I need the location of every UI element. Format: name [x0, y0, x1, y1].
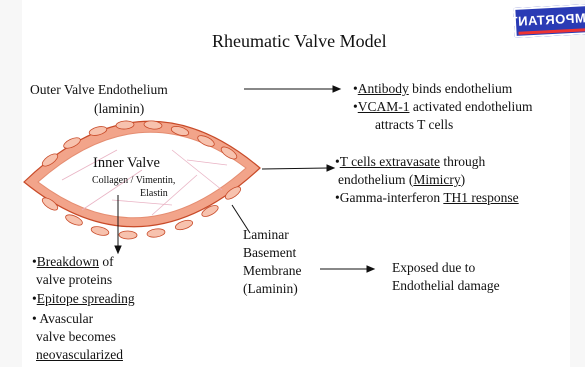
breakdown-term: Breakdown: [37, 254, 99, 269]
slide: IMPORTANT! Rheumatic Valve Model: [22, 0, 570, 367]
laminar-label-3: Membrane: [243, 262, 301, 279]
vcam-rest: activated endothelium: [410, 99, 533, 114]
gamma-pre: •Gamma-interferon: [335, 190, 443, 205]
breakdown-rest: of: [99, 254, 114, 269]
outer-valve-sublabel: (laminin): [94, 100, 144, 117]
laminar-label-4: (Laminin): [243, 280, 298, 297]
laminar-label-1: Laminar: [243, 226, 289, 243]
inner-valve-components: Collagen / Vimentin,: [92, 175, 175, 187]
antibody-rest: binds endothelium: [409, 81, 513, 96]
epitope-term: Epitope spreading: [37, 291, 135, 306]
tcells-line: •T cells extravasate through: [335, 153, 485, 170]
breakdown-line: •Breakdown of: [32, 253, 114, 270]
attracts-line: attracts T cells: [375, 116, 453, 133]
mimicry-term: Mimicry: [413, 172, 460, 187]
mimicry-line: endothelium (Mimicry): [338, 171, 465, 188]
outer-valve-label: Outer Valve Endothelium: [30, 81, 168, 98]
inner-valve-label: Inner Valve: [93, 155, 160, 172]
tcells-term: T cells extravasate: [340, 154, 440, 169]
exposed-label-1: Exposed due to: [392, 259, 475, 276]
antibody-term: Antibody: [358, 81, 409, 96]
mimicry-pre: endothelium (: [338, 172, 413, 187]
th1-term: TH1 response: [443, 190, 518, 205]
gamma-line: •Gamma-interferon TH1 response: [335, 189, 519, 206]
vcam-line: •VCAM-1 activated endothelium: [353, 98, 532, 115]
mimicry-post: ): [461, 172, 466, 187]
inner-valve-elastin: Elastin: [140, 188, 168, 200]
exposed-label-2: Endothelial damage: [392, 277, 500, 294]
vcam-term: VCAM-1: [358, 99, 410, 114]
valve-becomes-line: valve becomes: [36, 328, 116, 345]
laminar-label-2: Basement: [243, 244, 296, 261]
valve-proteins-line: valve proteins: [36, 271, 112, 288]
epitope-line: •Epitope spreading: [32, 290, 135, 307]
tcells-rest: through: [440, 154, 485, 169]
antibody-line: •Antibody binds endothelium: [353, 80, 512, 97]
avascular-line: • Avascular: [32, 310, 93, 327]
neovascularized-line: neovascularized: [36, 346, 123, 363]
